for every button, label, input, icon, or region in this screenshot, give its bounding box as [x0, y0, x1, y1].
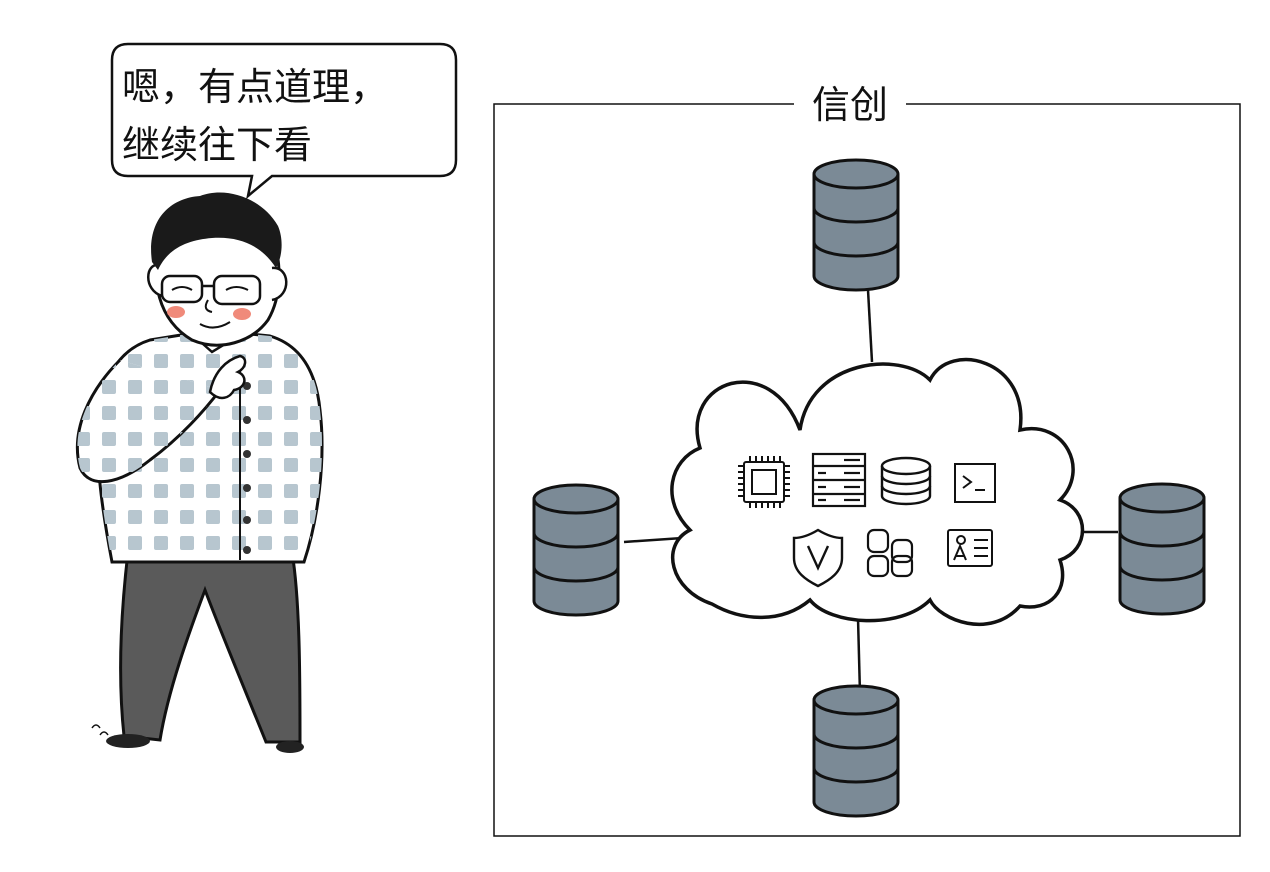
hand — [208, 354, 247, 400]
speech-line-1: 嗯，有点道理， — [122, 65, 388, 109]
left-shoe — [106, 734, 150, 748]
speech-bubble: 嗯，有点道理， 继续往下看 — [110, 42, 458, 200]
database-left — [532, 483, 620, 617]
right-cheek — [233, 308, 251, 320]
terminal-icon — [954, 463, 996, 503]
link-chain-icon — [866, 528, 914, 578]
id-card-icon — [947, 529, 993, 567]
shield-v-icon — [792, 528, 844, 588]
xinchuang-diagram: 信创 — [493, 82, 1241, 837]
database-right — [1118, 482, 1206, 616]
database-icon — [880, 456, 932, 506]
database-top — [812, 158, 900, 292]
database-bottom — [812, 684, 900, 818]
left-cheek — [167, 306, 185, 318]
thinking-man-character — [75, 192, 324, 753]
diagram-title: 信创 — [812, 83, 888, 127]
cloud — [670, 357, 1085, 627]
right-shoe — [276, 741, 304, 753]
server-rack-icon — [811, 452, 867, 508]
speech-line-2: 继续往下看 — [122, 123, 312, 167]
pants — [119, 550, 302, 744]
hair — [151, 192, 282, 270]
cpu-chip-icon — [738, 456, 790, 508]
glasses — [160, 274, 262, 306]
